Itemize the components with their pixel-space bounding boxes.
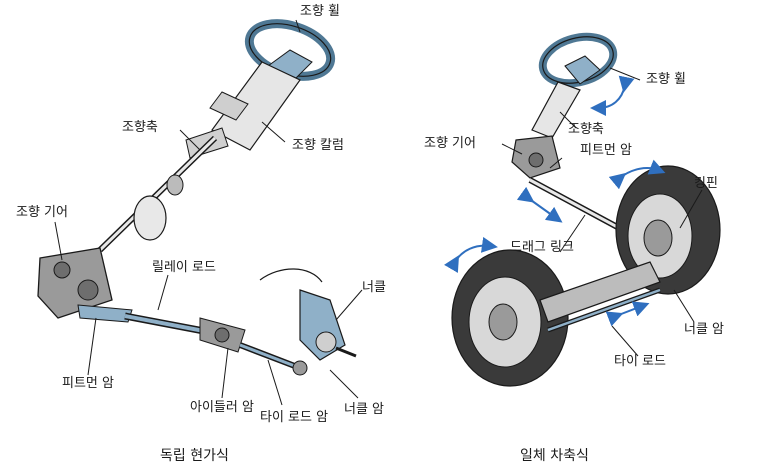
left-label-steering-shaft: 조향축 xyxy=(122,120,158,135)
left-label-steering-gear: 조향 기어 xyxy=(16,205,68,220)
left-label-pitman-arm: 피트먼 암 xyxy=(62,376,114,391)
right-caption: 일체 차축식 xyxy=(520,448,589,464)
left-label-tie-rod-arm: 타이 로드 암 xyxy=(260,410,329,425)
right-leader-lines xyxy=(501,67,703,357)
right-label-knuckle-arm: 너클 암 xyxy=(684,322,725,337)
left-steering-shaft xyxy=(97,135,218,253)
right-steering-wheel xyxy=(538,32,618,88)
rotation-arrows xyxy=(444,75,666,327)
right-label-pitman-arm: 피트먼 암 xyxy=(580,143,632,158)
left-steering-column xyxy=(185,61,301,159)
right-tie-rod xyxy=(547,287,661,333)
left-label-steering-wheel: 조향 휠 xyxy=(300,4,341,19)
right-axle xyxy=(539,261,661,323)
right-rear-tire xyxy=(451,249,569,387)
right-label-steering-shaft: 조향축 xyxy=(568,122,604,137)
right-steering-gear xyxy=(511,135,561,179)
right-label-steering-gear: 조향 기어 xyxy=(424,136,476,151)
left-caption: 독립 현가식 xyxy=(160,448,229,464)
left-knuckle xyxy=(259,268,357,361)
left-tie-rod xyxy=(238,342,308,376)
right-label-drag-link: 드래그 링크 xyxy=(510,240,574,255)
left-steering-gear xyxy=(37,247,113,319)
right-label-steering-wheel: 조향 휠 xyxy=(646,72,687,87)
left-label-knuckle-arm: 너클 암 xyxy=(344,402,385,417)
left-pitman-arm xyxy=(77,304,133,323)
right-front-tire xyxy=(615,165,721,295)
left-label-steering-column: 조향 칼럼 xyxy=(292,138,344,153)
right-label-kingpin: 킹핀 xyxy=(694,176,718,191)
right-label-tie-rod: 타이 로드 xyxy=(614,354,666,369)
left-label-relay-rod: 릴레이 로드 xyxy=(152,260,216,275)
left-leader-lines xyxy=(54,19,363,406)
left-label-idler-arm: 아이들러 암 xyxy=(190,400,254,415)
left-label-knuckle: 너클 xyxy=(362,280,386,295)
left-idler-arm xyxy=(199,317,246,353)
